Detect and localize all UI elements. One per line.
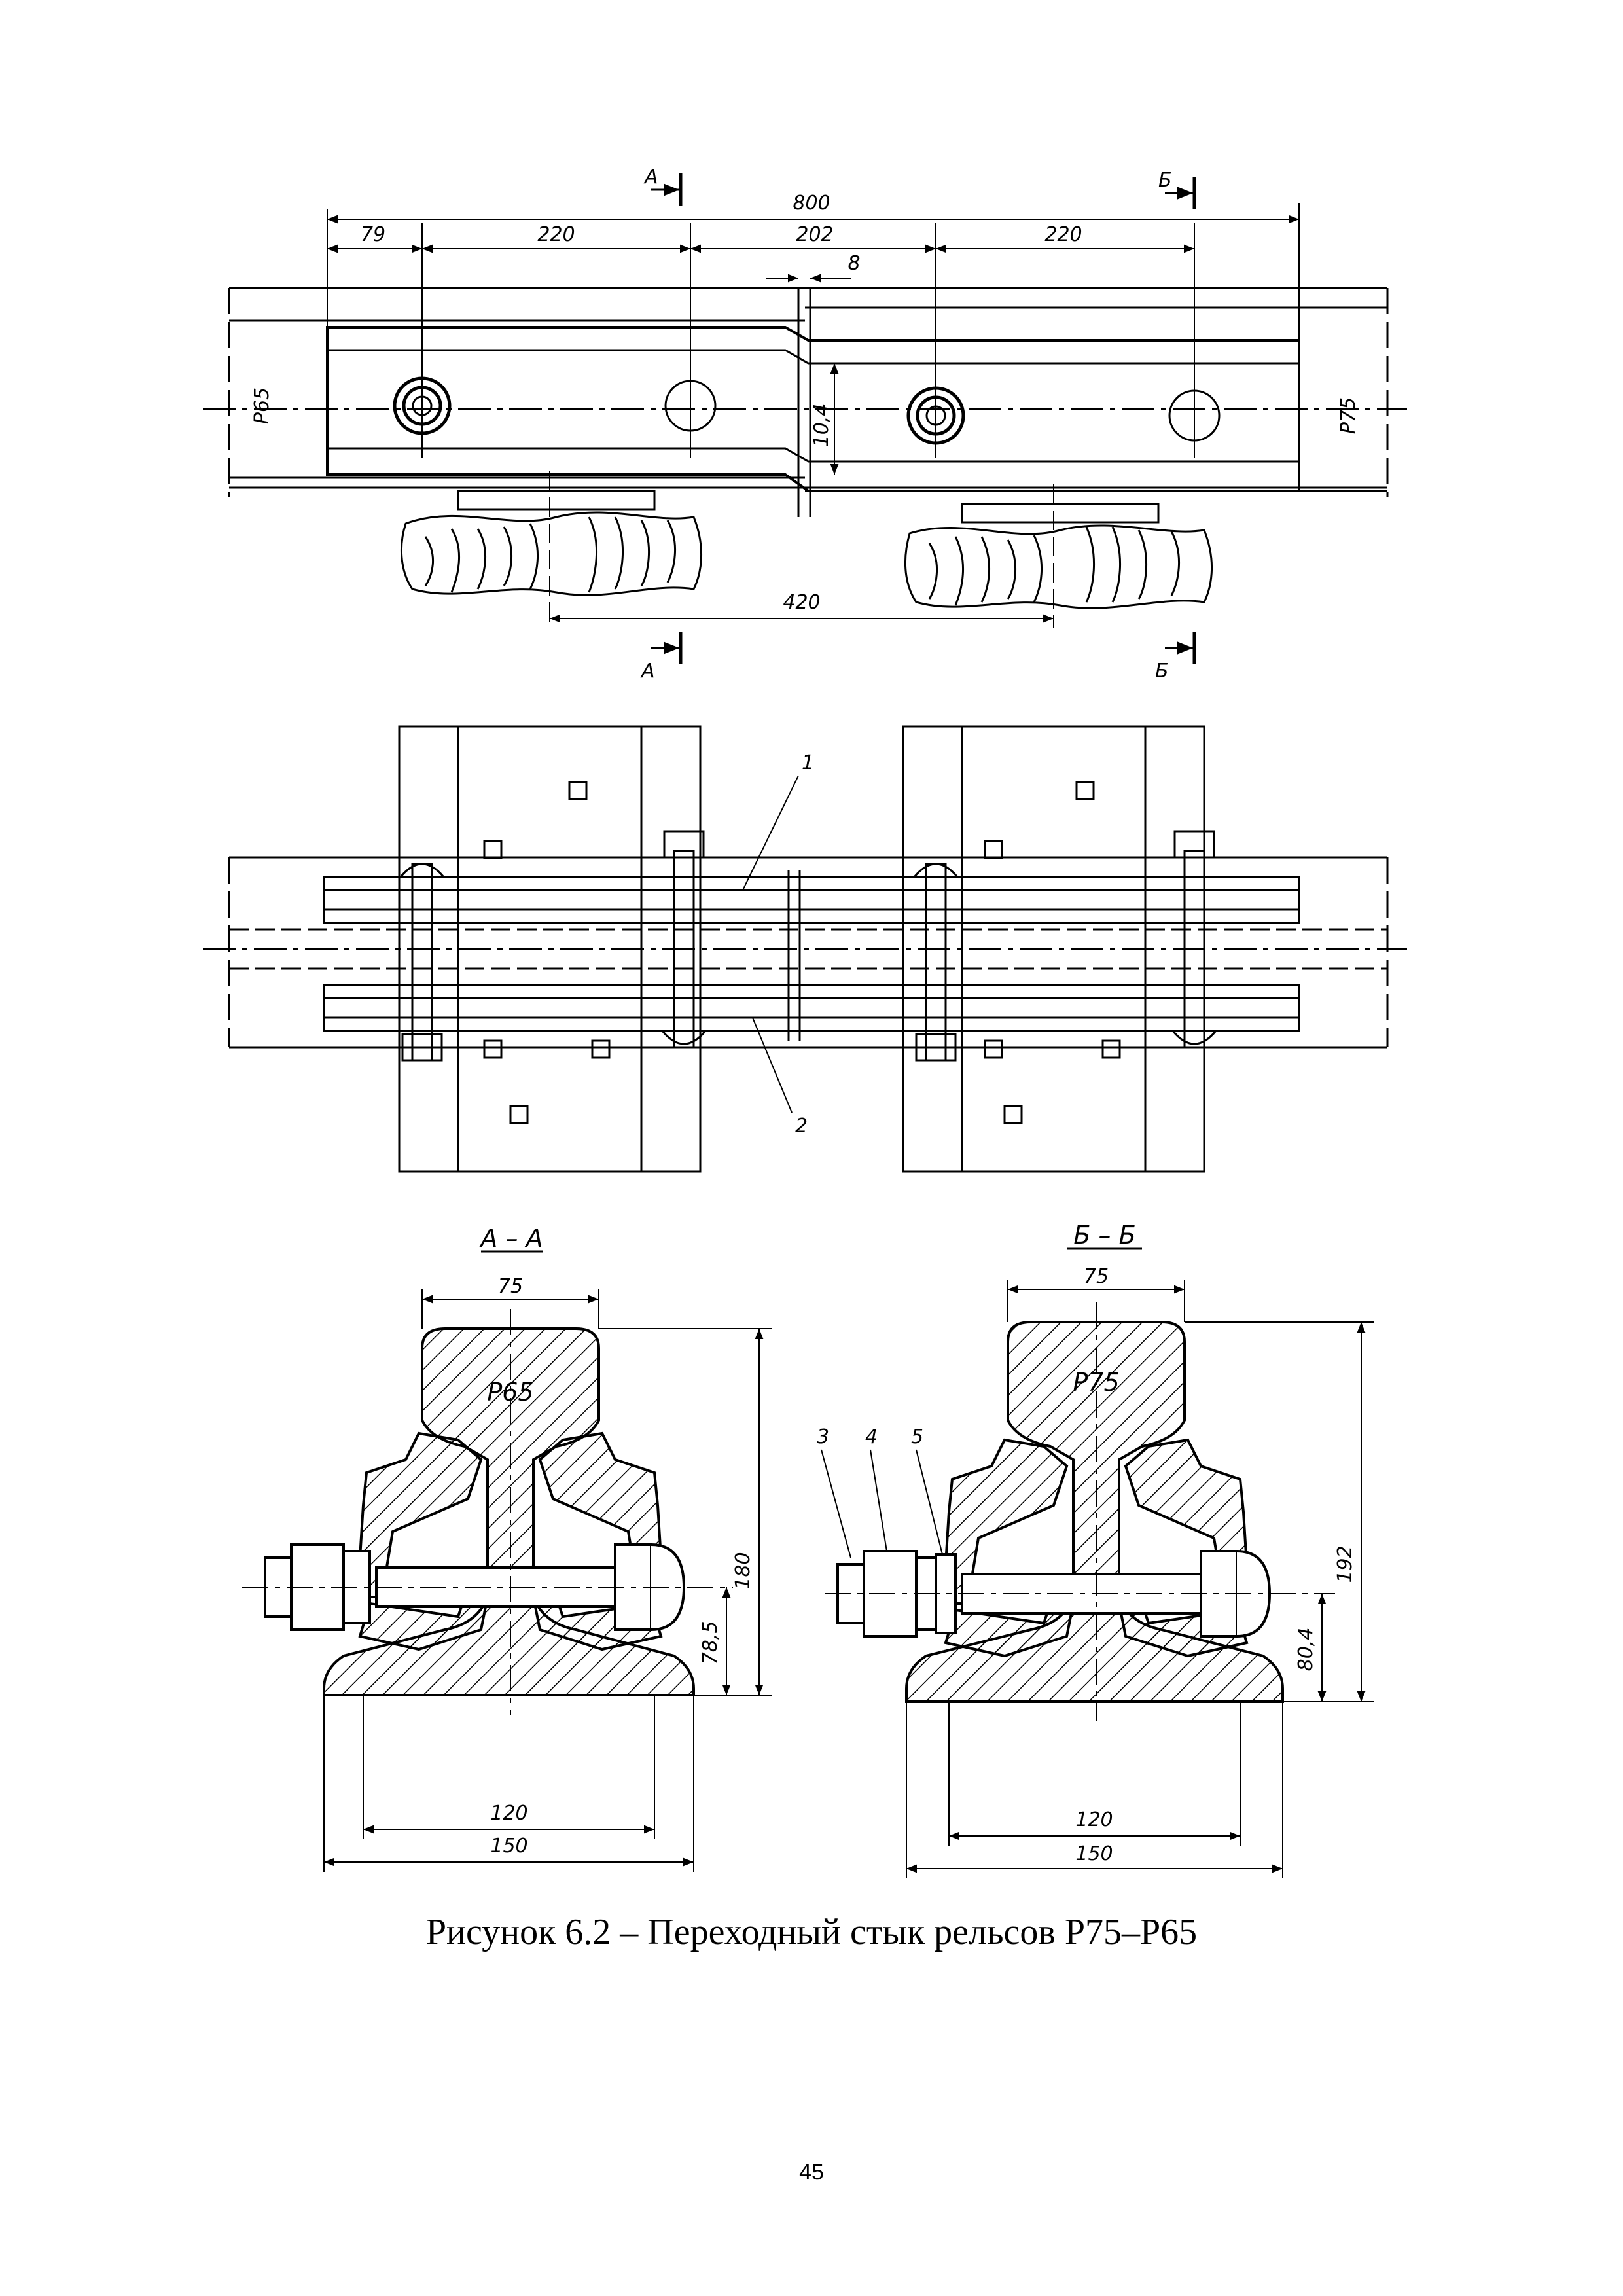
dim-tie-spacing: 420: [783, 591, 820, 614]
cut-a-top: А: [643, 166, 658, 188]
callout-5: 5: [911, 1426, 923, 1448]
section-a: А – А Р65 75 180 78,5 120 150: [242, 1224, 772, 1872]
section-a-rail: Р65: [487, 1378, 533, 1407]
cut-a-bottom: А: [640, 660, 655, 683]
cut-b-bottom: Б: [1155, 660, 1169, 683]
callout-1: 1: [802, 751, 814, 774]
section-b-dim-base-inner: 120: [1075, 1808, 1113, 1831]
dim-220-left: 220: [537, 223, 575, 246]
section-a-dim-base: 150: [490, 1835, 527, 1857]
section-b-dim-head: 75: [1084, 1265, 1109, 1288]
section-b-rail: Р75: [1073, 1368, 1119, 1397]
figure-caption: Рисунок 6.2 – Переходный стык рельсов Р7…: [425, 1912, 1198, 1952]
dim-overall: 800: [793, 192, 830, 215]
rail-label-right: Р75: [1337, 397, 1360, 434]
section-b-title: Б – Б: [1073, 1221, 1135, 1249]
section-b-dim-axis: 80,4: [1294, 1628, 1317, 1672]
callout-2: 2: [795, 1115, 808, 1138]
side-view-labels: 800 79 220 202 220 8 10,4 420 Р65 Р75 А …: [251, 166, 1360, 683]
section-a-dim-head: 75: [498, 1275, 523, 1298]
rail-label-left: Р65: [251, 387, 274, 424]
side-view: [203, 173, 1407, 664]
dim-220-right: 220: [1044, 223, 1082, 246]
dim-step: 10,4: [810, 404, 833, 448]
section-a-dim-height: 180: [732, 1552, 755, 1589]
plan-view: [203, 725, 1407, 1173]
callout-3: 3: [817, 1426, 829, 1448]
dim-79: 79: [361, 223, 385, 246]
plan-view-labels: 1 2: [795, 751, 814, 1138]
section-a-dim-axis: 78,5: [699, 1621, 722, 1665]
callout-4: 4: [865, 1426, 878, 1448]
dim-gap: 8: [847, 252, 860, 275]
page-number: 45: [799, 2160, 824, 2185]
section-a-title: А – А: [478, 1224, 543, 1253]
section-b-dim-height: 192: [1334, 1545, 1357, 1583]
dim-202: 202: [796, 223, 833, 246]
cut-b-top: Б: [1158, 169, 1172, 192]
section-b-dim-base: 150: [1075, 1842, 1113, 1865]
section-b: Б – Б Р75 75 192 80,4 120 150 3 4 5: [817, 1221, 1374, 1878]
section-a-dim-base-inner: 120: [490, 1802, 527, 1825]
